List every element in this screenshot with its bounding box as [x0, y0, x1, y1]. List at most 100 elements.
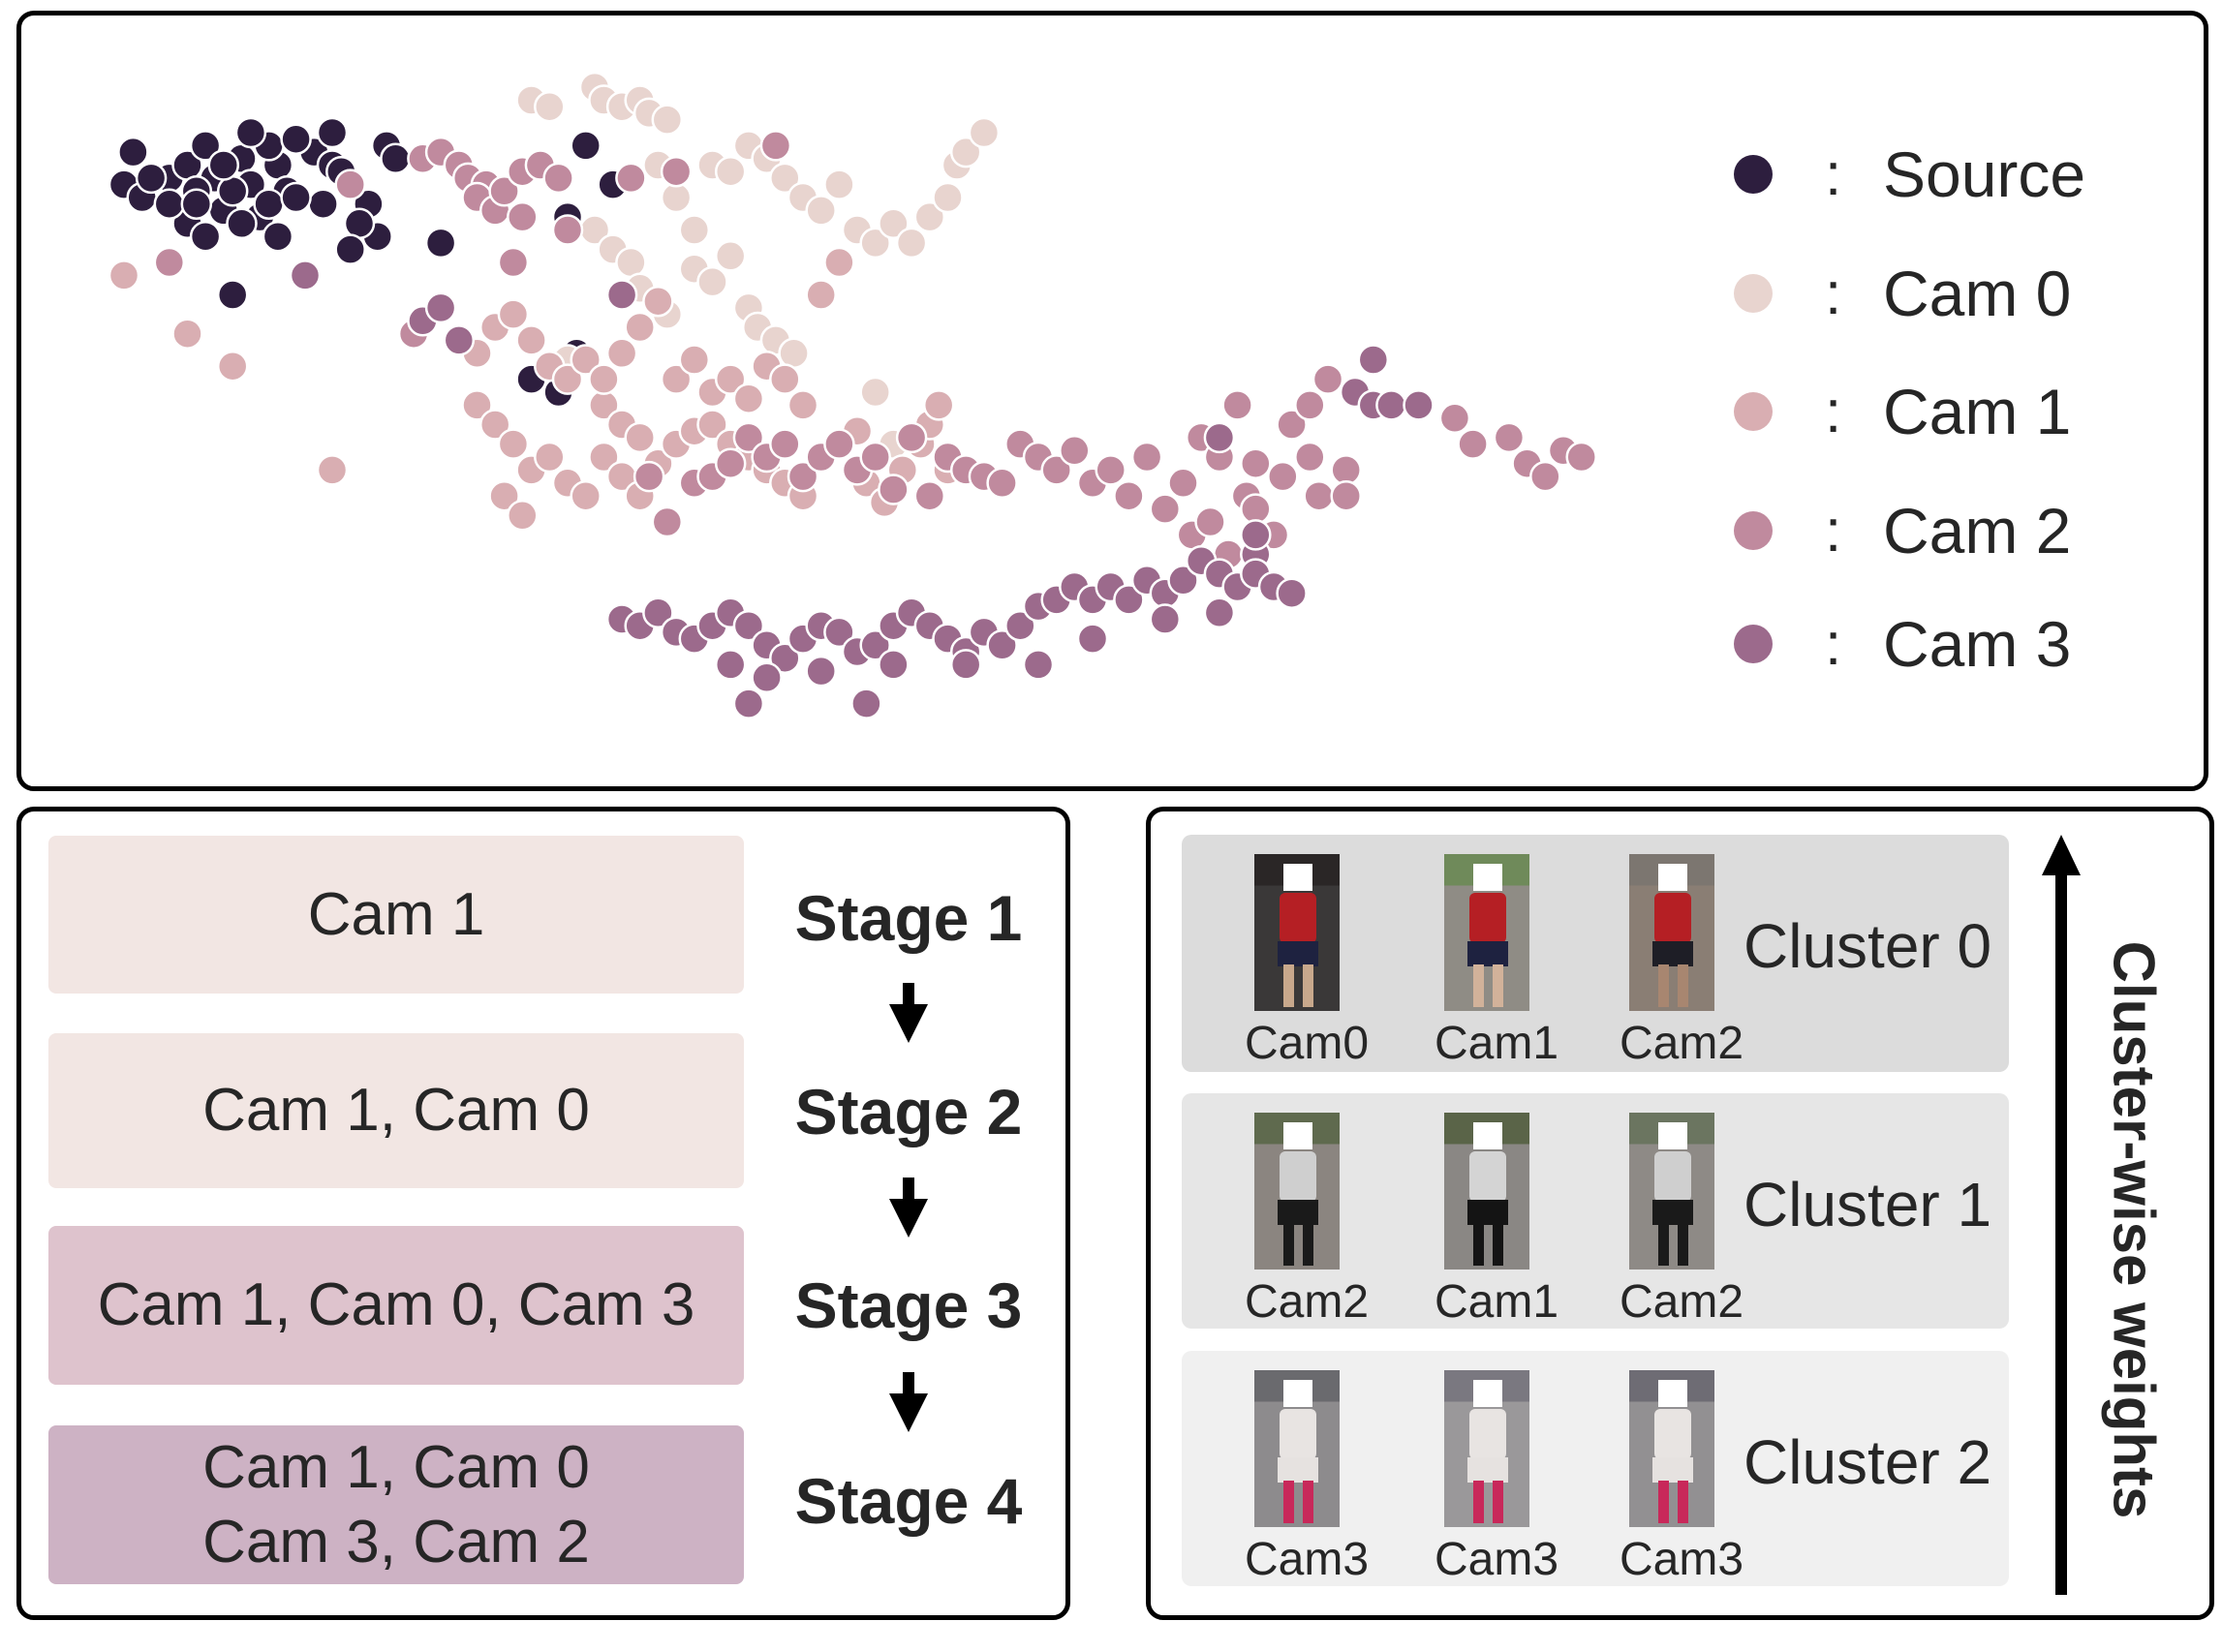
data-point	[660, 181, 693, 214]
data-point	[633, 460, 665, 493]
data-point	[316, 454, 349, 486]
data-point	[216, 279, 249, 311]
data-point	[316, 116, 349, 149]
data-point	[895, 227, 928, 260]
camera-caption: Cam2	[1619, 1276, 1744, 1328]
legend-dot-icon	[1734, 274, 1773, 313]
legend-separator: :	[1825, 497, 1842, 565]
face-mask	[1473, 1380, 1502, 1407]
stage-3-label: Stage 3	[794, 1270, 1023, 1341]
data-point	[171, 318, 203, 350]
person-leg	[1678, 1481, 1688, 1523]
person-image	[1629, 854, 1714, 1011]
face-mask	[1283, 864, 1312, 891]
camera-caption: Cam0	[1244, 1018, 1370, 1069]
legend-dot-icon	[1734, 625, 1773, 663]
data-point	[588, 363, 620, 395]
data-point	[787, 460, 819, 493]
data-point	[615, 246, 647, 279]
person-leg	[1493, 964, 1503, 1007]
data-point	[913, 479, 946, 512]
person-torso	[1654, 1151, 1691, 1202]
person-leg	[1658, 1481, 1669, 1523]
data-point	[678, 344, 711, 376]
data-point	[343, 207, 376, 240]
data-point	[895, 421, 928, 454]
face-mask	[1473, 864, 1502, 891]
legend-label: Source	[1883, 138, 2086, 210]
face-mask	[1658, 1122, 1687, 1149]
data-point	[660, 363, 693, 395]
person-leg	[1303, 964, 1313, 1007]
data-point	[108, 260, 140, 291]
camera-caption: Cam2	[1244, 1276, 1370, 1328]
person-lower	[1278, 1200, 1318, 1225]
data-point	[507, 500, 539, 532]
person-image	[1444, 1370, 1529, 1527]
data-point	[850, 688, 882, 719]
face-mask	[1283, 1122, 1312, 1149]
data-point	[1330, 479, 1362, 512]
data-point	[1276, 409, 1308, 441]
data-point	[1203, 597, 1236, 629]
person-lower	[1652, 1200, 1693, 1225]
data-point	[334, 233, 366, 265]
person-lower	[1467, 1200, 1508, 1225]
data-point	[515, 324, 547, 356]
legend-item-cam1: : Cam 1	[1734, 376, 2071, 447]
data-point	[1294, 441, 1326, 474]
legend-label: Cam 0	[1883, 258, 2072, 329]
person-torso	[1469, 893, 1506, 943]
data-point	[135, 162, 168, 195]
data-point	[678, 214, 711, 246]
data-point	[1240, 519, 1272, 551]
data-point	[714, 155, 747, 188]
stage-2-label: Stage 2	[794, 1076, 1023, 1147]
legend-label: Cam 1	[1883, 376, 2072, 447]
data-point	[714, 240, 747, 272]
data-point	[696, 409, 728, 441]
data-point	[207, 149, 240, 181]
face-mask	[1283, 1380, 1312, 1407]
stage-1-cams-box: Cam 1	[48, 836, 744, 994]
person-lower	[1652, 941, 1693, 966]
person-torso	[1280, 1151, 1316, 1202]
data-point	[1240, 493, 1272, 525]
data-point	[226, 207, 258, 240]
person-leg	[1473, 964, 1484, 1007]
series-cam-1	[108, 246, 964, 532]
data-point	[570, 344, 602, 376]
camera-caption: Cam1	[1434, 1276, 1559, 1328]
arrow-up-icon	[2042, 835, 2081, 1595]
person-leg	[1678, 1223, 1688, 1266]
series-cam-3	[289, 260, 1435, 719]
arrow-down-icon	[889, 1178, 928, 1238]
person-torso	[1469, 1409, 1506, 1459]
data-point	[234, 116, 267, 149]
data-point	[461, 389, 493, 421]
data-point	[117, 136, 149, 168]
data-point	[443, 324, 476, 356]
data-point	[334, 168, 366, 200]
data-point	[714, 447, 747, 479]
data-point	[1149, 603, 1182, 635]
data-point	[651, 104, 684, 136]
legend-item-cam3: : Cam 3	[1734, 608, 2071, 680]
data-point	[696, 265, 728, 298]
person-torso	[1280, 1409, 1316, 1459]
legend-separator: :	[1825, 260, 1842, 327]
data-point	[615, 162, 647, 195]
data-point	[913, 200, 946, 233]
data-point	[153, 188, 186, 220]
data-point	[497, 246, 530, 279]
data-point	[660, 155, 693, 188]
data-point	[859, 629, 891, 661]
data-point	[751, 661, 783, 694]
person-leg	[1658, 964, 1669, 1007]
person-image	[1444, 1113, 1529, 1270]
data-point	[732, 688, 765, 719]
data-point	[1303, 479, 1335, 512]
legend-item-source: : Source	[1734, 138, 2085, 210]
face-mask	[1658, 864, 1687, 891]
person-torso	[1654, 893, 1691, 943]
